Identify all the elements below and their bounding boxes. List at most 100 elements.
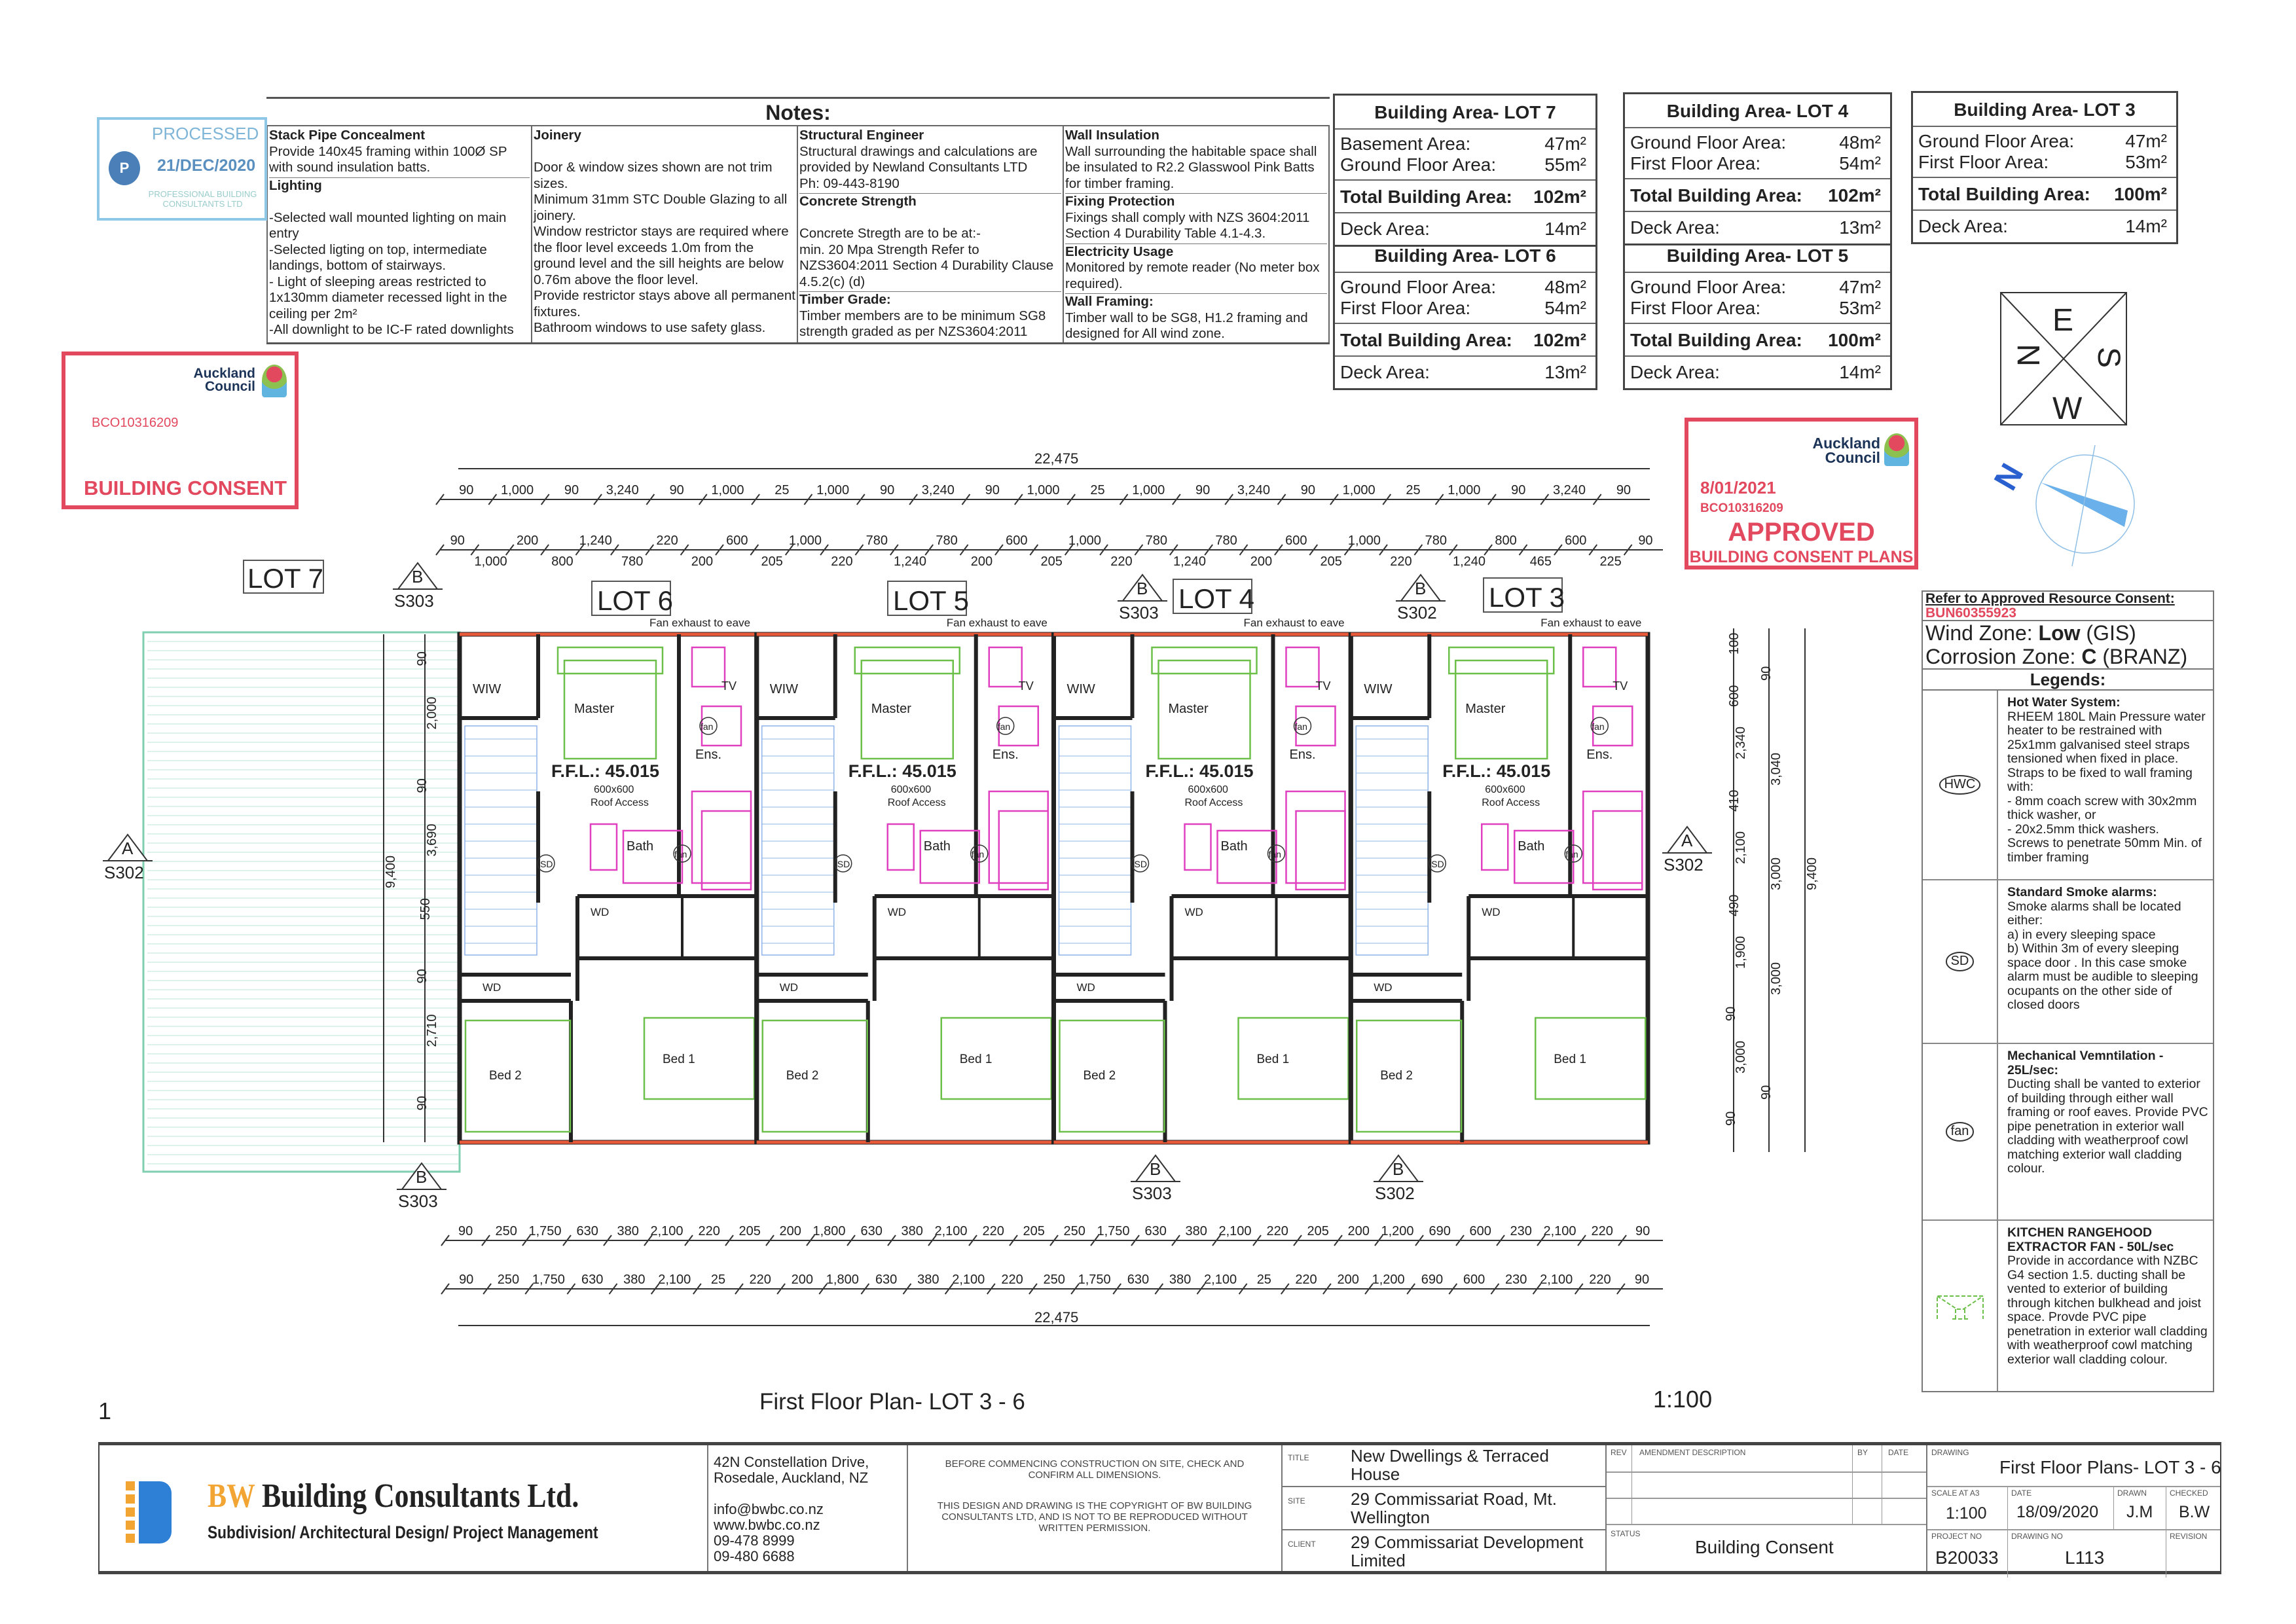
dimension-tick [959, 544, 969, 556]
dimension-left: 3,690 [425, 823, 439, 856]
HWC-symbol-icon: HWC [1923, 691, 1998, 879]
dimension-tick [1330, 494, 1339, 505]
dimension-tick [608, 1283, 618, 1295]
dimension-tick [1364, 1283, 1374, 1295]
dimension-top-1: 90 [1511, 483, 1525, 497]
dimension-tick [1171, 1235, 1180, 1246]
note-section: Lighting -Selected wall mounted lighting… [269, 178, 530, 340]
dimension-tick [1490, 1283, 1500, 1295]
dimension-top-2: 200 [691, 554, 713, 569]
date-label: DATE [2011, 1489, 2032, 1498]
dimension-tick [488, 494, 498, 505]
north-arrow-label: N [1987, 458, 2031, 496]
dimension-tick [684, 1235, 693, 1246]
area-label: First Floor Area: [1340, 298, 1471, 318]
area-value: 14m² [2125, 216, 2167, 236]
legend-heading: Standard Smoke alarms: [2007, 885, 2157, 899]
roof-hatch-size: 600x600 [1485, 784, 1525, 795]
dimension-bottom-1: 2,100 [651, 1224, 683, 1238]
dimension-left: 90 [415, 778, 429, 793]
dimension-bottom-1: 1,800 [813, 1224, 846, 1238]
stair [464, 725, 538, 956]
dimension-tick [1277, 494, 1286, 505]
dimension-top-2: 780 [621, 554, 643, 569]
dimension-top-1: 90 [670, 483, 684, 497]
plan-caption: First Floor Plan- LOT 3 - 6 [759, 1389, 1025, 1415]
note-section: Wall Framing:Timber wall to be SG8, H1.2… [1065, 294, 1327, 342]
dimension-tick [1134, 544, 1144, 556]
note-heading: Joinery [534, 128, 581, 143]
note-line: Fixings shall comply with NZS 3604:2011 … [1065, 209, 1310, 242]
master-bed [1157, 659, 1251, 760]
note-line: Concrete Stregth are to be at:- [799, 226, 981, 241]
dimension-tick [1537, 1235, 1546, 1246]
compass-west: W [2052, 391, 2083, 426]
notice-copyright: THIS DESIGN AND DRAWING IS THE COPYRIGHT… [937, 1500, 1252, 1534]
dimension-bottom-2: 1,200 [1372, 1272, 1405, 1287]
ffl-label: F.F.L.: 45.015 [551, 761, 659, 781]
dimension-tick [1224, 494, 1234, 505]
note-heading: Concrete Strength [799, 194, 917, 209]
area-label: First Floor Area: [1630, 298, 1761, 318]
area-label: Deck Area: [1630, 362, 1720, 382]
dimension-tick [435, 494, 445, 505]
drawing-no: L113 [2065, 1547, 2105, 1568]
fan-label: fan [1269, 849, 1281, 859]
roof-access-label: Roof Access [591, 797, 649, 808]
legend-body: Smoke alarms shall be located either: a)… [2007, 899, 2198, 1012]
area-title: Building Area- LOT 3 [1913, 93, 2176, 127]
legend-body: Provide in accordance with NZBC G4 secti… [2007, 1254, 2208, 1367]
note-line: Ph: 09-443-8190 [799, 175, 900, 191]
dimension-bottom-2: 380 [917, 1272, 939, 1287]
dimension-tick [522, 1235, 531, 1246]
dimension-tick [1322, 1283, 1332, 1295]
address-line: 09-478 8999 [714, 1532, 795, 1549]
fan-icon [996, 717, 1015, 735]
dimension-tick [968, 1235, 977, 1246]
area-deck: Deck Area:13m² [1625, 212, 1890, 244]
notes-column: Joinery Door & window sizes shown are no… [532, 126, 798, 342]
legend-item: KITCHEN RANGEHOOD EXTRACTOR FAN - 50L/se… [1923, 1221, 2213, 1391]
area-value: 47m² [1839, 277, 1881, 297]
section-letter: A [122, 839, 134, 858]
compass-box [2000, 292, 2127, 425]
dimension-tick [680, 544, 689, 556]
dimension-tick [693, 1283, 702, 1295]
dimension-tick [928, 1235, 937, 1246]
note-heading: Wall Insulation [1065, 128, 1159, 143]
dimension-top-2: 220 [656, 533, 678, 548]
fan-label: fan [701, 721, 713, 732]
dimension-tick [1029, 1283, 1038, 1295]
area-value: 48m² [1839, 132, 1881, 153]
section-letter: B [1415, 579, 1426, 598]
dimension-top-1: 3,240 [1553, 483, 1586, 497]
area-row: Ground Floor Area:55m² [1335, 154, 1595, 175]
area-value: 100m² [2114, 184, 2167, 204]
dimension-bottom-2: 250 [1044, 1272, 1065, 1287]
room-label-bath: Bath [627, 839, 653, 854]
dimension-bottom-1: 250 [496, 1224, 517, 1238]
fan-label: fan [998, 721, 1010, 732]
dimension-tick [806, 1235, 815, 1246]
room-label-bed2: Bed 2 [489, 1069, 522, 1083]
note-section: Joinery Door & window sizes shown are no… [534, 128, 795, 338]
note-line: -All downlight to be IC-F rated downligh… [269, 322, 514, 337]
dimension-top-2: 220 [1110, 554, 1132, 569]
dimension-top-1: 90 [1616, 483, 1631, 497]
area-value: 54m² [1544, 298, 1586, 318]
dimension-top-2: 90 [450, 533, 465, 548]
rangehood-symbol-icon [1923, 1221, 1998, 1391]
area-value: 102m² [1533, 187, 1586, 207]
dimension-bottom-1: 230 [1510, 1224, 1532, 1238]
note-heading: Lighting [269, 177, 322, 193]
site-label: SITE [1288, 1496, 1305, 1506]
fan-icon [1293, 717, 1312, 735]
legend-text: Mechanical Vemntilation - 25L/sec:Ductin… [1998, 1044, 2213, 1219]
address-line: 09-480 6688 [714, 1548, 795, 1564]
dimension-bottom-2: 220 [750, 1272, 771, 1287]
